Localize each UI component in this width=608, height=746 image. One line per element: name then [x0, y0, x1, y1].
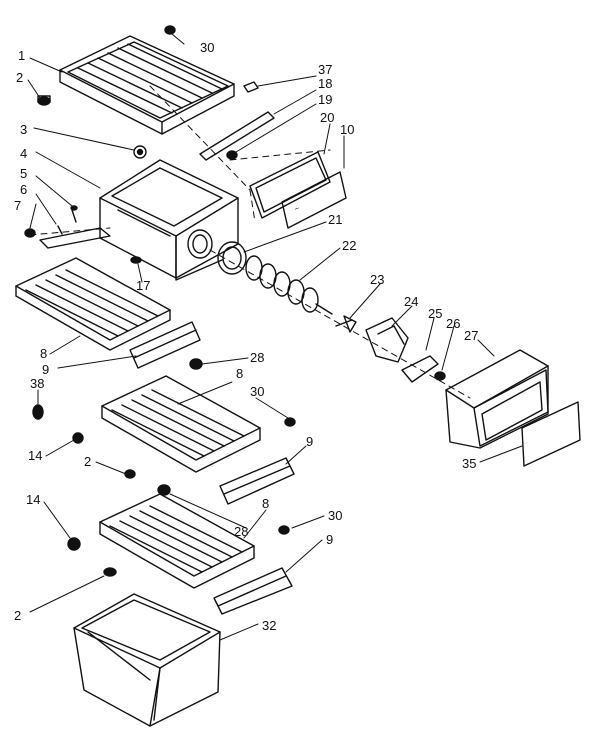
wire-shelf-middle — [102, 376, 260, 472]
shelf-trim-middle — [220, 458, 294, 504]
grommet-3 — [134, 146, 146, 158]
callout-3: 3 — [20, 122, 27, 137]
callout-21: 21 — [328, 212, 342, 227]
ice-bin-housing — [100, 160, 238, 280]
cover-35 — [522, 402, 580, 466]
cap-28-upper — [190, 359, 202, 369]
bearing-21 — [218, 242, 246, 274]
nut-26 — [435, 372, 445, 380]
fastener-30-middle — [285, 418, 295, 426]
door-cover-10: ~ — [282, 172, 346, 228]
rail-18 — [200, 112, 274, 160]
screw-5-6-7 — [25, 206, 110, 248]
callout-38: 38 — [30, 376, 44, 391]
clip-14-lower — [68, 538, 80, 550]
housing-24 — [366, 318, 408, 362]
callout-24: 24 — [404, 294, 418, 309]
fastener-30-lower — [279, 526, 289, 534]
cap-28-lower — [158, 485, 170, 495]
fastener-top — [165, 26, 175, 34]
auger-coupler-23 — [336, 316, 356, 332]
callout-28-lower: 28 — [234, 524, 248, 539]
wire-shelf-lower — [100, 494, 254, 588]
callout-14-lower: 14 — [26, 492, 40, 507]
shelf-trim-lower — [214, 568, 292, 614]
callout-9-lower: 9 — [326, 532, 333, 547]
callout-8-lower: 8 — [262, 496, 269, 511]
callout-26: 26 — [446, 316, 460, 331]
callout-7: 7 — [14, 198, 21, 213]
callout-8-middle: 8 — [236, 366, 243, 381]
clip-14-upper — [73, 433, 83, 443]
callout-9-upper: 9 — [42, 362, 49, 377]
callout-4: 4 — [20, 146, 27, 161]
clip-37 — [244, 82, 258, 92]
callout-9-middle: 9 — [306, 434, 313, 449]
callout-labels: 1 2 30 37 18 19 20 10 3 4 5 6 7 21 22 17… — [14, 40, 478, 633]
clip-38 — [33, 405, 43, 419]
auger-spring-22 — [246, 256, 332, 314]
callout-17: 17 — [136, 278, 150, 293]
callout-30-middle: 30 — [250, 384, 264, 399]
callout-18: 18 — [318, 76, 332, 91]
callout-1: 1 — [18, 48, 25, 63]
callout-23: 23 — [370, 272, 384, 287]
wire-shelf-upper-left — [16, 258, 170, 350]
callout-2-top: 2 — [16, 70, 23, 85]
ice-bucket-27 — [446, 350, 548, 448]
callout-19: 19 — [318, 92, 332, 107]
callout-35: 35 — [462, 456, 476, 471]
callout-2-middle: 2 — [84, 454, 91, 469]
svg-text:~: ~ — [293, 204, 301, 214]
callout-27: 27 — [464, 328, 478, 343]
callout-5: 5 — [20, 166, 27, 181]
callout-20: 20 — [320, 110, 334, 125]
callout-30-lower: 30 — [328, 508, 342, 523]
top-wire-shelf — [60, 36, 234, 134]
callout-25: 25 — [428, 306, 442, 321]
callout-28-upper: 28 — [250, 350, 264, 365]
bracket-25 — [402, 356, 438, 382]
callout-6: 6 — [20, 182, 27, 197]
callout-32: 32 — [262, 618, 276, 633]
crisper-pan-32 — [74, 594, 220, 726]
callout-37: 37 — [318, 62, 332, 77]
callout-10: 10 — [340, 122, 354, 137]
callout-8-upper: 8 — [40, 346, 47, 361]
shelf-trim-upper — [130, 322, 200, 368]
screw-19 — [227, 151, 237, 159]
callout-14-upper: 14 — [28, 448, 42, 463]
shelf-support-lower — [104, 568, 116, 576]
callout-2-lower: 2 — [14, 608, 21, 623]
callout-30-top: 30 — [200, 40, 214, 55]
clip-17 — [131, 257, 141, 263]
callout-22: 22 — [342, 238, 356, 253]
leader-lines — [27, 33, 523, 641]
shelf-support-upper — [38, 96, 50, 105]
door-frame-20 — [250, 152, 330, 218]
